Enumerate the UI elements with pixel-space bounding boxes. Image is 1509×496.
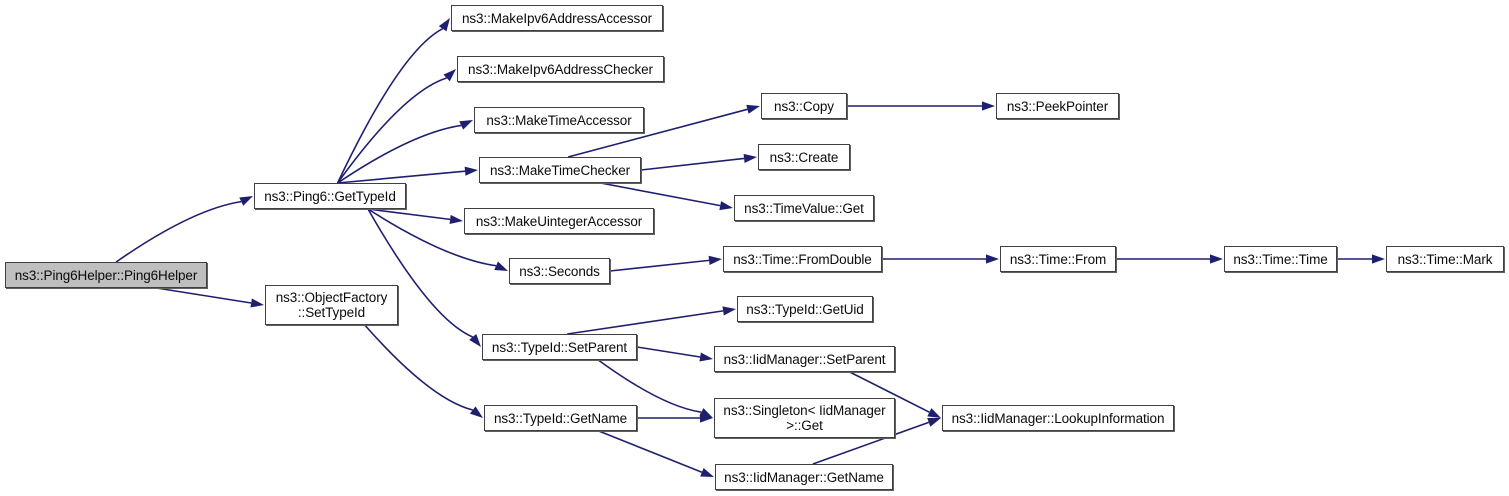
graph-node-typeid_getname[interactable]: ns3::TypeId::GetName [484, 405, 637, 431]
graph-node-label: ns3::MakeTimeChecker [489, 162, 631, 178]
graph-node-label: ns3::Time::From [1009, 251, 1107, 267]
graph-node-label: ns3::MakeUintegerAccessor [475, 213, 643, 229]
graph-edge-ping6_gettypeid-to-mk_ipv6_accessor [336, 18, 450, 184]
graph-edge-ping6_gettypeid-to-mk_time_checker [337, 166, 478, 184]
graph-node-mk_time_checker[interactable]: ns3::MakeTimeChecker [479, 157, 641, 183]
graph-node-iid_getname[interactable]: ns3::IidManager::GetName [715, 464, 893, 490]
graph-node-label: ns3::Seconds [519, 263, 600, 279]
graph-edge-copy-to-peekpointer [847, 101, 995, 111]
graph-node-peekpointer[interactable]: ns3::PeekPointer [996, 93, 1119, 119]
graph-node-mk_uinteger_acc[interactable]: ns3::MakeUintegerAccessor [464, 208, 654, 234]
graph-node-label: ns3::MakeIpv6AddressChecker [468, 61, 653, 77]
graph-edge-typeid_setparent-to-typeid_getuid [567, 306, 736, 335]
graph-node-time_fromdouble[interactable]: ns3::Time::FromDouble [723, 246, 882, 272]
graph-node-typeid_setparent[interactable]: ns3::TypeId::SetParent [482, 334, 637, 360]
graph-node-copy[interactable]: ns3::Copy [761, 93, 847, 119]
graph-node-label: ns3::TypeId::SetParent [491, 339, 628, 355]
graph-node-mk_ipv6_accessor[interactable]: ns3::MakeIpv6AddressAccessor [451, 5, 663, 31]
graph-node-typeid_getuid[interactable]: ns3::TypeId::GetUid [737, 296, 873, 322]
graph-node-time_mark[interactable]: ns3::Time::Mark [1386, 246, 1504, 272]
graph-node-label: ns3::Singleton< IidManager >::Get [723, 403, 886, 433]
graph-edge-objfactory_settype-to-typeid_getname [364, 324, 483, 418]
graph-node-label: ns3::Time::Mark [1397, 251, 1493, 267]
graph-edge-time_time-to-time_mark [1337, 254, 1385, 264]
graph-node-label: ns3::Ping6Helper::Ping6Helper [14, 267, 198, 283]
graph-node-iid_lookupinfo[interactable]: ns3::IidManager::LookupInformation [942, 405, 1174, 431]
graph-edge-ping6_gettypeid-to-mk_uinteger_acc [367, 208, 463, 224]
graph-edge-typeid_getname-to-singleton_get [637, 413, 713, 423]
graph-node-singleton_get[interactable]: ns3::Singleton< IidManager >::Get [714, 398, 895, 438]
graph-node-time_from[interactable]: ns3::Time::From [1000, 246, 1116, 272]
graph-edge-time_from-to-time_time [1116, 254, 1223, 264]
graph-node-label: ns3::Copy [774, 98, 834, 114]
graph-edge-seconds-to-time_fromdouble [609, 255, 722, 272]
graph-node-label: ns3::IidManager::LookupInformation [951, 410, 1165, 426]
graph-node-time_time[interactable]: ns3::Time::Time [1224, 246, 1337, 272]
graph-edge-mk_time_checker-to-timevalue_get [600, 182, 733, 211]
graph-node-objfactory_settype[interactable]: ns3::ObjectFactory ::SetTypeId [265, 285, 398, 325]
graph-node-label: ns3::Ping6::GetTypeId [264, 188, 396, 204]
graph-edge-typeid_setparent-to-iid_setparent [636, 346, 713, 362]
graph-edge-ping6helper-to-objfactory_settype [156, 287, 264, 308]
graph-node-label: ns3::Time::FromDouble [733, 251, 872, 267]
graph-node-mk_ipv6_checker[interactable]: ns3::MakeIpv6AddressChecker [457, 56, 664, 82]
graph-node-ping6_gettypeid[interactable]: ns3::Ping6::GetTypeId [254, 183, 406, 209]
graph-edge-ping6_gettypeid-to-mk_ipv6_checker [336, 69, 456, 184]
graph-node-label: ns3::TimeValue::Get [744, 200, 864, 216]
graph-edge-ping6_gettypeid-to-mk_time_accessor [337, 120, 473, 184]
graph-node-label: ns3::MakeTimeAccessor [486, 112, 632, 128]
graph-node-label: ns3::TypeId::GetUid [746, 301, 864, 317]
graph-node-label: ns3::TypeId::GetName [493, 410, 628, 426]
graph-node-create[interactable]: ns3::Create [758, 144, 850, 170]
graph-node-label: ns3::PeekPointer [1006, 98, 1109, 114]
graph-edge-mk_time_checker-to-create [640, 153, 757, 171]
graph-node-ping6helper[interactable]: ns3::Ping6Helper::Ping6Helper [5, 262, 207, 288]
graph-node-timevalue_get[interactable]: ns3::TimeValue::Get [734, 195, 874, 221]
graph-node-iid_setparent[interactable]: ns3::IidManager::SetParent [714, 346, 895, 372]
graph-node-seconds[interactable]: ns3::Seconds [509, 258, 610, 284]
graph-node-label: ns3::IidManager::GetName [724, 469, 884, 485]
graph-node-mk_time_accessor[interactable]: ns3::MakeTimeAccessor [474, 107, 644, 133]
graph-node-label: ns3::Time::Time [1233, 251, 1328, 267]
graph-edge-ping6helper-to-ping6_gettypeid [115, 196, 253, 263]
graph-node-label: ns3::MakeIpv6AddressAccessor [461, 10, 653, 26]
graph-node-label: ns3::IidManager::SetParent [723, 351, 886, 367]
graph-node-label: ns3::ObjectFactory ::SetTypeId [275, 290, 388, 320]
graph-edge-typeid_getname-to-iid_getname [598, 430, 714, 477]
graph-node-label: ns3::Create [769, 149, 839, 165]
graph-edge-time_fromdouble-to-time_from [882, 254, 999, 264]
